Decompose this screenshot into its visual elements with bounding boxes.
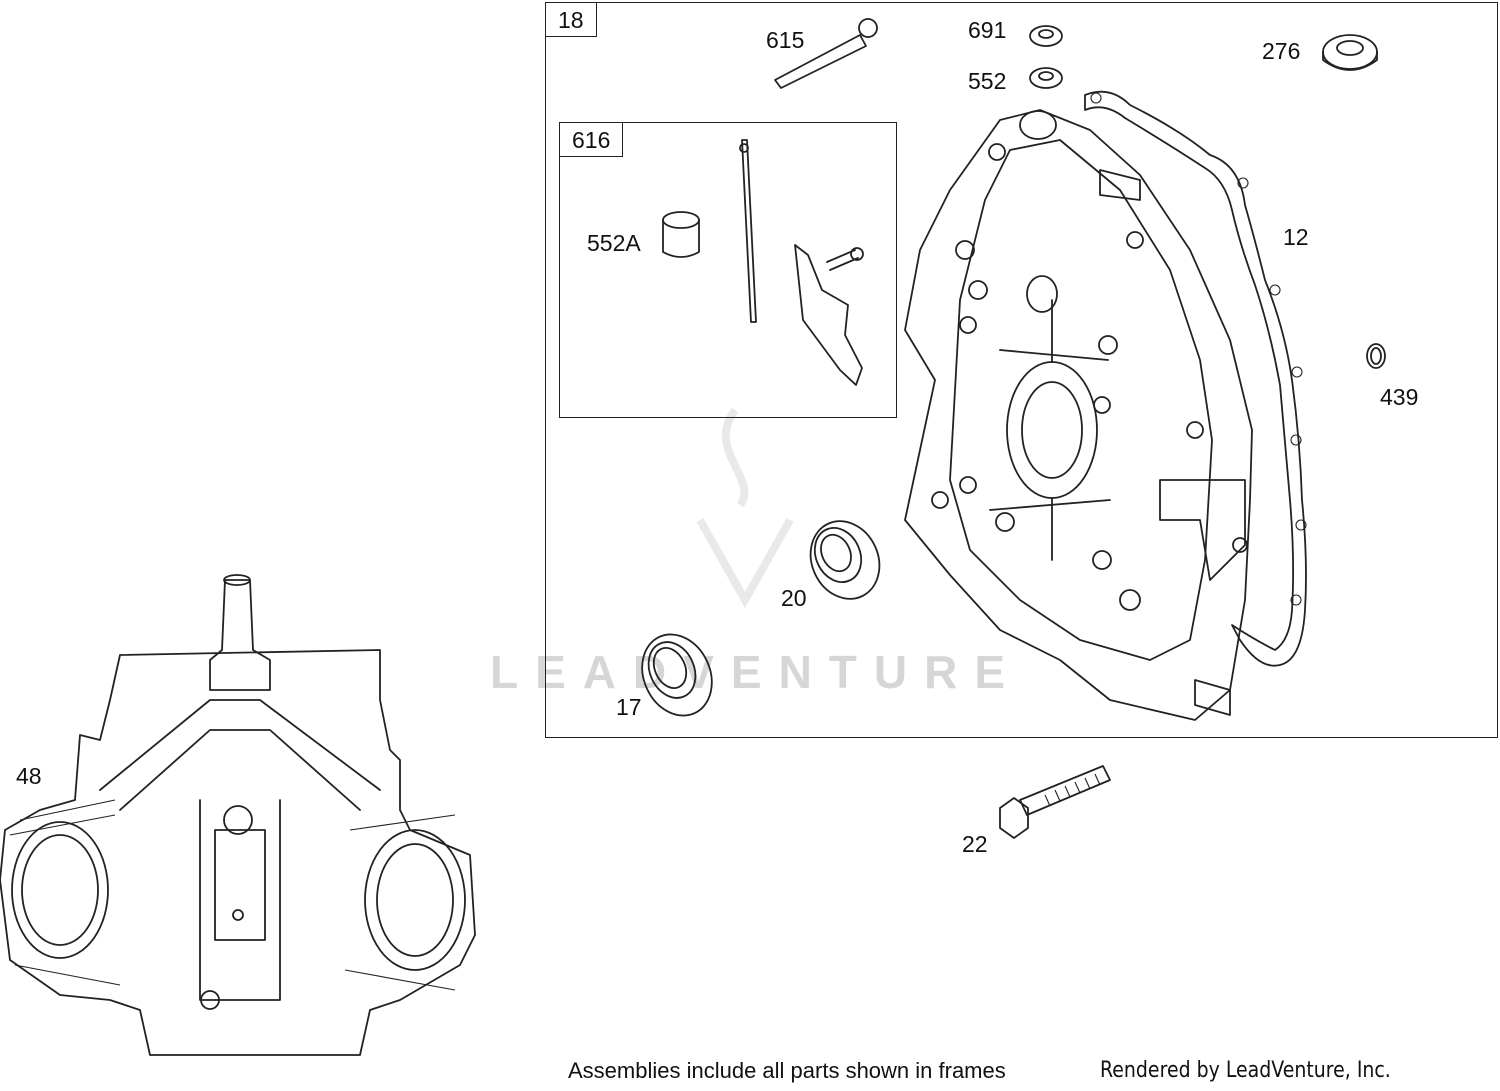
- frame-18: 18: [545, 2, 1498, 738]
- label-552a: 552A: [587, 230, 641, 256]
- part-12-gasket: [1084, 90, 1307, 667]
- label-48: 48: [16, 763, 42, 789]
- label-22: 22: [962, 831, 988, 857]
- part-276-seal: [1322, 34, 1378, 71]
- label-691: 691: [968, 17, 1007, 43]
- label-12: 12: [1283, 224, 1309, 250]
- label-20: 20: [781, 585, 807, 611]
- governor-arm: [794, 244, 864, 386]
- label-552: 552: [968, 68, 1007, 94]
- part-18-cover: [904, 109, 1253, 721]
- label-439: 439: [1380, 384, 1419, 410]
- part-17-bearing: [641, 633, 713, 717]
- frame-18-label: 18: [545, 2, 597, 37]
- part-22-bolt: [999, 765, 1111, 839]
- governor-shaft: [739, 139, 757, 323]
- part-615-pin: [774, 18, 878, 89]
- footer-note: Assemblies include all parts shown in fr…: [568, 1058, 1006, 1083]
- part-552-washer: [1029, 67, 1063, 89]
- part-552a-bushing: [662, 211, 700, 258]
- footer-credit: Rendered by LeadVenture, Inc.: [1100, 1058, 1391, 1083]
- part-48-crankcase: [0, 574, 476, 1056]
- label-615: 615: [766, 27, 805, 53]
- watermark: LEADVENTURE: [490, 646, 1023, 698]
- part-439-ring: [1366, 343, 1386, 369]
- part-691-washer: [1029, 25, 1063, 47]
- watermark-emblem: [696, 407, 794, 609]
- label-276: 276: [1262, 38, 1301, 64]
- frame-616: 616: [559, 122, 897, 418]
- label-17: 17: [616, 694, 642, 720]
- frame-616-label: 616: [559, 122, 624, 157]
- part-20-seal: [809, 520, 881, 600]
